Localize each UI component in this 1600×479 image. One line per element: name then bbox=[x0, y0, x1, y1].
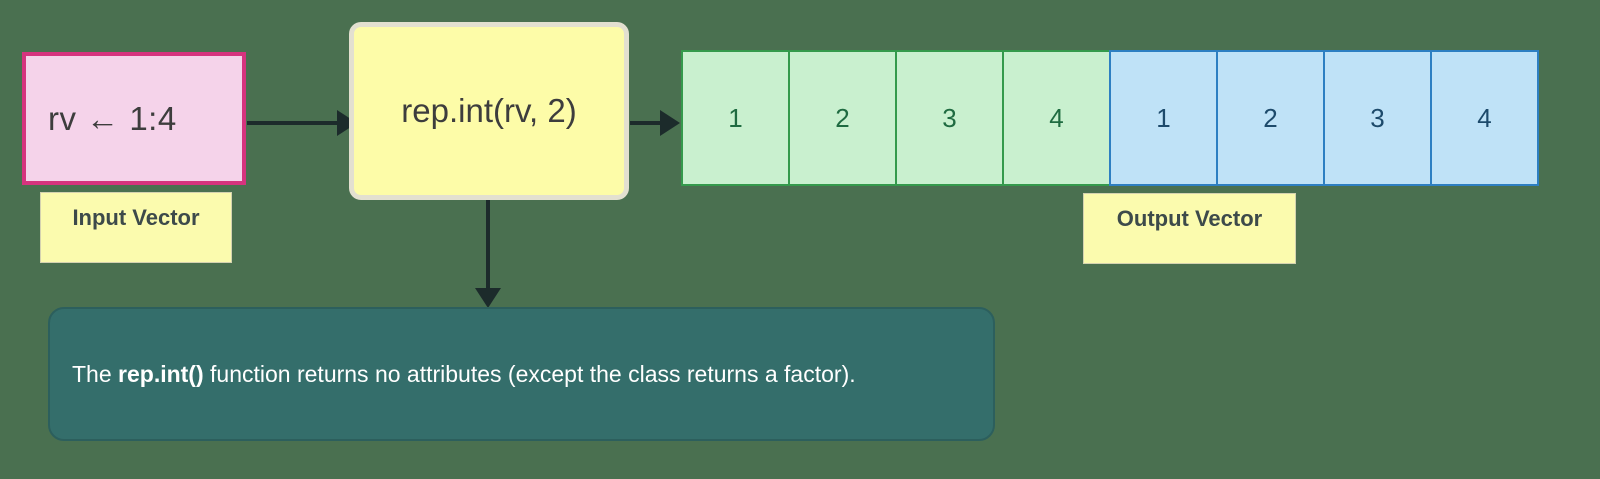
input-vector-note: Input Vector bbox=[40, 192, 232, 263]
input-vector-box: rv ← 1:4 bbox=[22, 52, 246, 185]
output-vector-note-label: Output Vector bbox=[1116, 206, 1263, 231]
explanation-text-before: The bbox=[72, 360, 119, 387]
input-vector-expression: rv ← 1:4 bbox=[48, 99, 177, 137]
output-vector-cell: 4 bbox=[1430, 50, 1539, 186]
output-vector-note: Output Vector bbox=[1083, 193, 1296, 264]
arrow-head-right-icon bbox=[660, 110, 680, 136]
explanation-text-bold: rep.int() bbox=[118, 360, 204, 387]
input-vector-note-label: Input Vector bbox=[72, 205, 200, 230]
explanation-text-after: function returns no attributes (except t… bbox=[203, 360, 856, 387]
output-vector-cell: 1 bbox=[1109, 50, 1218, 186]
output-vector-cell: 1 bbox=[681, 50, 790, 186]
explanation-text: The rep.int() function returns no attrib… bbox=[72, 361, 856, 388]
explanation-callout: The rep.int() function returns no attrib… bbox=[48, 307, 995, 441]
process-box: rep.int(rv, 2) bbox=[349, 22, 629, 200]
connector-line bbox=[486, 200, 490, 290]
output-vector-cell: 4 bbox=[1002, 50, 1111, 186]
output-vector-cell: 2 bbox=[788, 50, 897, 186]
connector-line bbox=[630, 121, 663, 125]
process-function-label: rep.int(rv, 2) bbox=[401, 92, 577, 129]
output-vector-cell: 3 bbox=[1323, 50, 1432, 186]
connector-line bbox=[247, 121, 337, 125]
arrow-head-down-icon bbox=[475, 288, 501, 308]
output-vector-cell: 2 bbox=[1216, 50, 1325, 186]
output-vector-cell: 3 bbox=[895, 50, 1004, 186]
